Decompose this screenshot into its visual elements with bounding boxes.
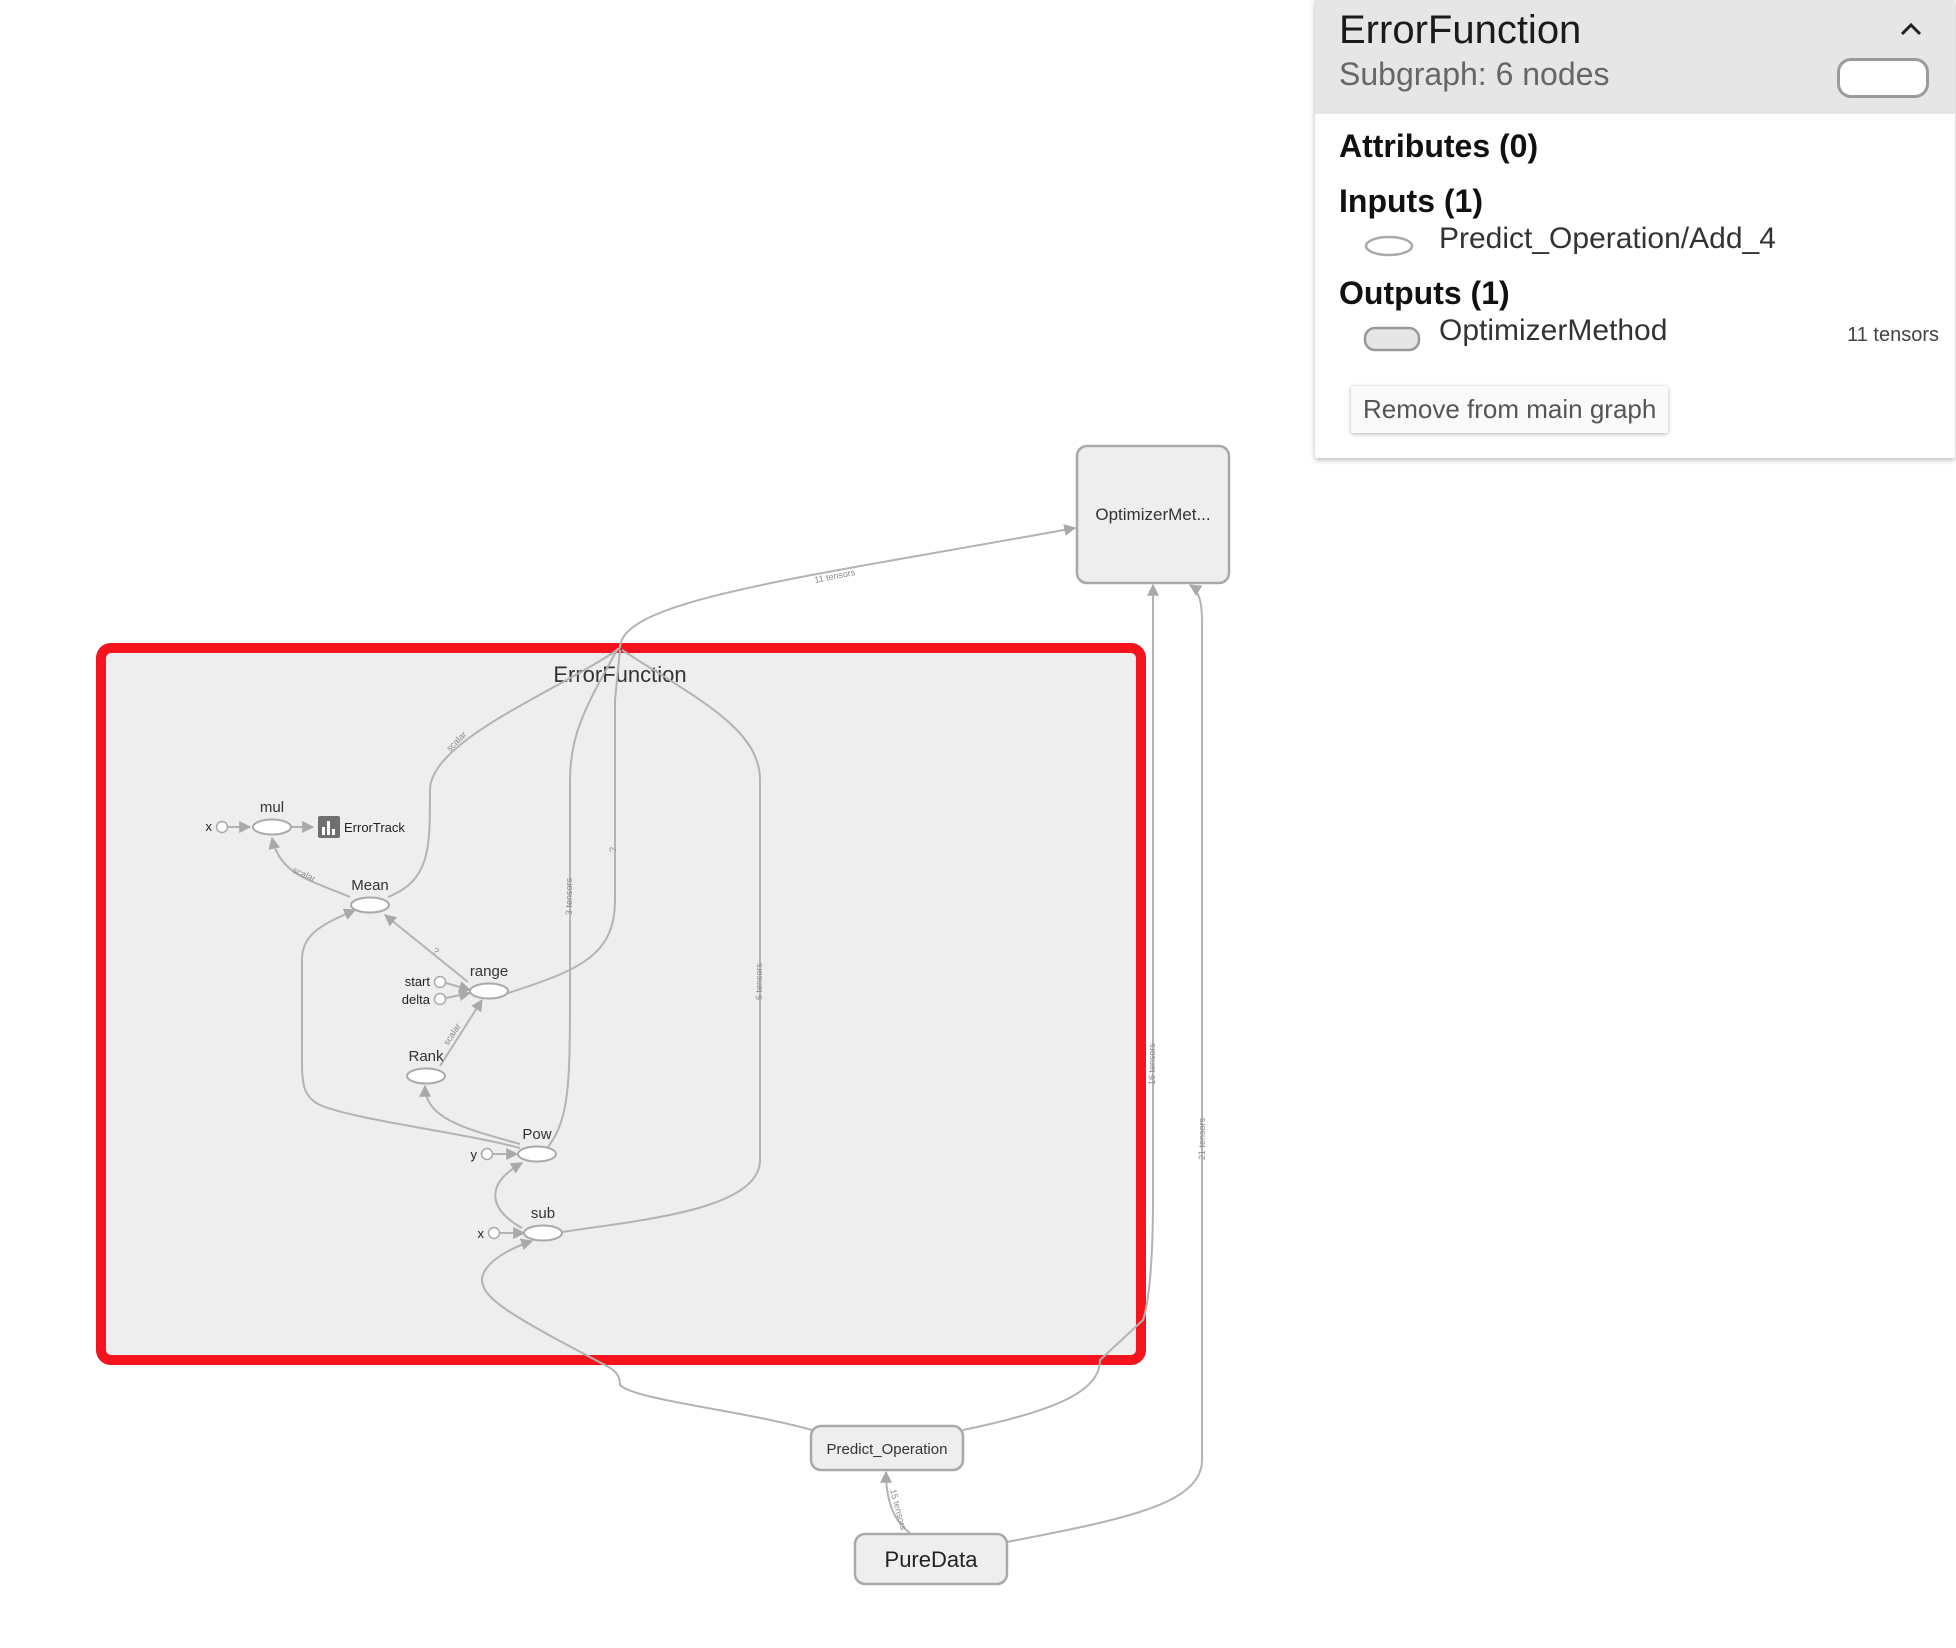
output-tensor-count: 11 tensors bbox=[1847, 324, 1939, 346]
mean-label: Mean bbox=[351, 877, 389, 894]
pow-y-label: y bbox=[471, 1147, 478, 1162]
info-card-header: ErrorFunction Subgraph: 6 nodes bbox=[1315, 0, 1955, 114]
summary-bar-2 bbox=[327, 821, 330, 835]
rank-node[interactable] bbox=[406, 1067, 446, 1085]
edge-range-to-mean bbox=[384, 914, 469, 983]
mul-x-label: x bbox=[206, 819, 213, 834]
pure-data-label: PureData bbox=[885, 1547, 979, 1572]
attributes-heading: Attributes (0) bbox=[1339, 128, 1539, 164]
edge-label-6-tensors: 6 tensors bbox=[754, 962, 764, 1000]
optimizer-method-label: OptimizerMet... bbox=[1095, 505, 1210, 524]
error-track-node[interactable]: ErrorTrack bbox=[318, 816, 405, 838]
edge-sub-up bbox=[561, 649, 761, 1233]
edge-label-3-tensors: 3 tensors bbox=[564, 877, 574, 915]
metanode-pill-icon bbox=[1837, 58, 1929, 98]
pure-data-node[interactable] bbox=[853, 1532, 1009, 1586]
edge-rank-to-range bbox=[439, 998, 483, 1067]
output-row[interactable]: OptimizerMethod 11 tensors bbox=[1339, 314, 1939, 354]
edge-label-16-tensors: 16 tensors bbox=[1147, 1042, 1157, 1085]
range-node[interactable] bbox=[469, 982, 509, 1000]
metanode-pill-icon bbox=[1363, 326, 1421, 352]
edge-mean-up bbox=[387, 647, 621, 898]
sub-label: sub bbox=[531, 1205, 555, 1222]
predict-operation-node[interactable] bbox=[809, 1424, 965, 1472]
mean-node[interactable] bbox=[350, 896, 390, 914]
mul-x-input[interactable] bbox=[215, 820, 229, 834]
outputs-heading: Outputs (1) bbox=[1339, 275, 1510, 311]
error-function-group[interactable] bbox=[96, 643, 1146, 1365]
edge-group-to-optimizer bbox=[619, 524, 1077, 649]
edge-pow-to-rank bbox=[419, 1084, 521, 1145]
summary-bar-3 bbox=[332, 829, 335, 835]
edge-puredata-to-predict bbox=[880, 1470, 911, 1534]
inputs-heading: Inputs (1) bbox=[1339, 183, 1483, 219]
sub-x-label: x bbox=[478, 1226, 485, 1241]
rank-label: Rank bbox=[408, 1048, 444, 1065]
range-start-input[interactable] bbox=[433, 975, 447, 989]
edge-pow-to-mean bbox=[300, 908, 521, 1149]
edge-range-start bbox=[445, 981, 472, 993]
edge-sub-to-pow bbox=[494, 1162, 524, 1229]
graph-canvas[interactable]: ErrorFunction 11 tensors scalar 3 tensor… bbox=[0, 0, 1315, 1648]
edge-mean-to-mul bbox=[268, 836, 351, 898]
input-row[interactable]: Predict_Operation/Add_4 bbox=[1339, 222, 1939, 262]
summary-bar-1 bbox=[322, 827, 325, 835]
chevron-up-icon[interactable] bbox=[1891, 12, 1931, 44]
edge-label-21-tensors: 21 tensors bbox=[1197, 1117, 1207, 1160]
mul-label: mul bbox=[260, 799, 284, 816]
edge-label-range-mean: ? bbox=[431, 946, 441, 957]
op-ellipse-icon bbox=[1364, 235, 1414, 257]
remove-from-main-graph-button[interactable]: Remove from main graph bbox=[1351, 386, 1669, 433]
edge-label-range-out: ? bbox=[608, 847, 618, 852]
pow-node[interactable] bbox=[517, 1145, 557, 1163]
edge-puredata-to-optimizer bbox=[1006, 584, 1203, 1543]
info-card-title: ErrorFunction bbox=[1339, 8, 1582, 52]
predict-operation-label: Predict_Operation bbox=[827, 1441, 948, 1458]
optimizer-method-node[interactable] bbox=[1075, 444, 1231, 585]
edge-range-delta bbox=[445, 989, 472, 1002]
edge-label-pure-predict: 15 tensors bbox=[888, 1488, 909, 1532]
edge-predict-to-optimizer bbox=[962, 583, 1159, 1431]
pow-y-input[interactable] bbox=[480, 1147, 494, 1161]
error-track-label: ErrorTrack bbox=[344, 820, 405, 835]
pow-label: Pow bbox=[522, 1126, 551, 1143]
output-name: OptimizerMethod bbox=[1439, 314, 1668, 347]
range-start-label: start bbox=[405, 974, 431, 989]
range-delta-input[interactable] bbox=[433, 992, 447, 1006]
group-title: ErrorFunction bbox=[553, 662, 686, 687]
edge-pow-up bbox=[547, 647, 619, 1148]
edge-range-up bbox=[507, 649, 621, 994]
sub-x-input[interactable] bbox=[487, 1226, 501, 1240]
mul-node[interactable] bbox=[252, 818, 292, 836]
info-card-subtitle: Subgraph: 6 nodes bbox=[1339, 56, 1610, 92]
input-name: Predict_Operation/Add_4 bbox=[1439, 222, 1776, 255]
node-info-card: ErrorFunction Subgraph: 6 nodes Attribut… bbox=[1315, 0, 1955, 458]
sub-node[interactable] bbox=[523, 1224, 563, 1242]
range-delta-label: delta bbox=[402, 992, 431, 1007]
range-label: range bbox=[470, 963, 508, 980]
edge-predict-to-sub bbox=[480, 1238, 813, 1431]
